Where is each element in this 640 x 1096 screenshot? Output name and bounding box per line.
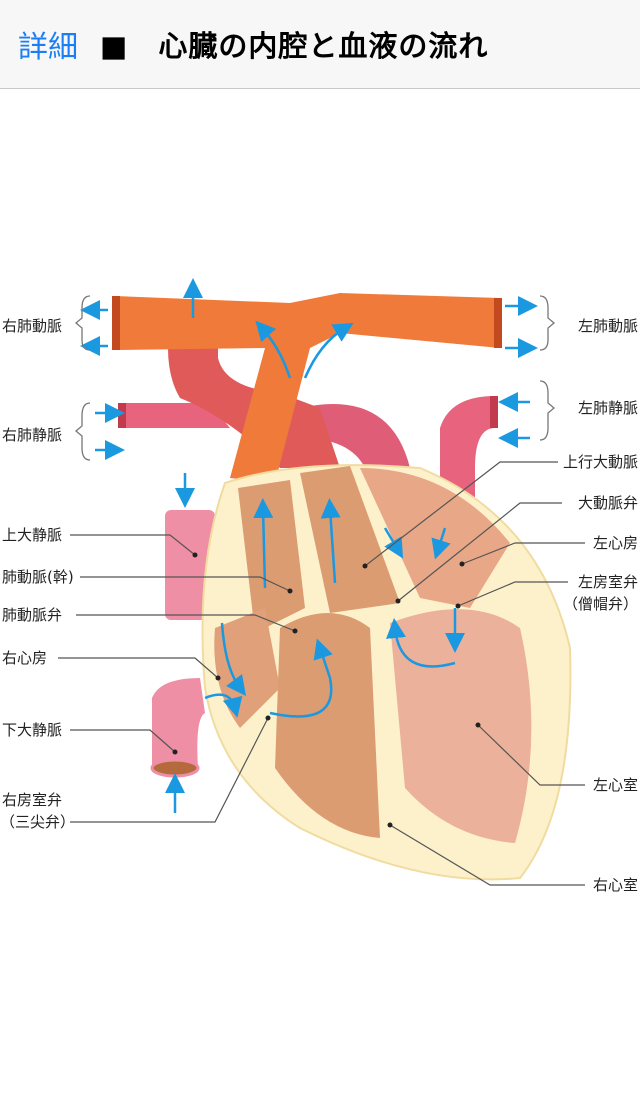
label-right-ventricle: 右心室	[593, 876, 638, 894]
label-pulmonary-valve: 肺動脈弁	[2, 606, 62, 624]
label-left-pulmonary-vein: 左肺静脈	[578, 399, 638, 417]
label-pulmonary-trunk: 肺動脈(幹)	[2, 568, 74, 586]
label-tricuspid-valve-alt: （三尖弁）	[0, 813, 75, 831]
labels: 右肺動脈 右肺静脈 上大静脈 肺動脈(幹) 肺動脈弁 右心房 下大静脈 右房室弁…	[0, 317, 638, 894]
label-left-ventricle: 左心室	[593, 776, 638, 794]
label-tricuspid-valve: 右房室弁	[2, 791, 62, 809]
superior-vena-cava-shape	[165, 510, 215, 620]
blood-flow-arrows	[80, 278, 538, 813]
leader-lines	[58, 461, 585, 886]
label-left-atrium: 左心房	[593, 534, 638, 552]
page-title: ■ 心臓の内腔と血液の流れ	[100, 29, 489, 63]
label-mitral-valve-alt: （僧帽弁）	[563, 595, 638, 613]
label-inferior-vena-cava: 下大静脈	[2, 721, 62, 739]
label-left-pulmonary-artery: 左肺動脈	[578, 317, 638, 335]
back-button[interactable]: 詳細	[18, 30, 78, 65]
pulmonary-artery	[112, 293, 502, 483]
label-ascending-aorta: 上行大動脈	[563, 453, 638, 471]
label-right-pulmonary-artery: 右肺動脈	[2, 317, 62, 335]
label-mitral-valve: 左房室弁	[578, 573, 638, 591]
label-superior-vena-cava: 上大静脈	[2, 526, 62, 544]
label-aortic-valve: 大動脈弁	[578, 494, 638, 512]
inferior-vena-cava-shape	[152, 678, 205, 768]
label-right-atrium: 右心房	[2, 649, 47, 667]
nav-bar: 詳細 ■ 心臓の内腔と血液の流れ	[0, 0, 640, 89]
label-right-pulmonary-vein: 右肺静脈	[2, 426, 62, 444]
